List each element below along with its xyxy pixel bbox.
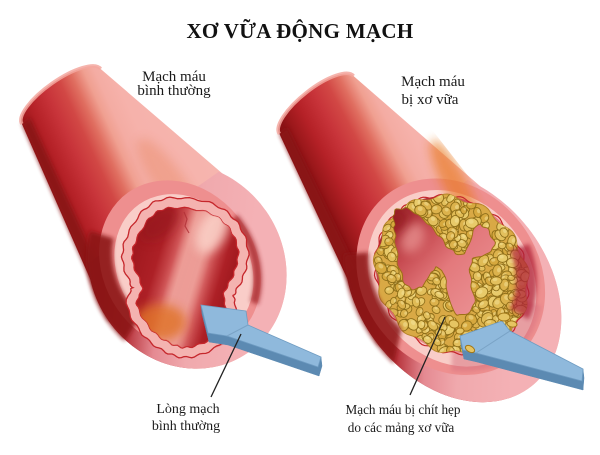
- svg-text:Mạch máu: Mạch máu: [142, 69, 206, 85]
- svg-text:bị xơ vữa: bị xơ vữa: [402, 92, 459, 108]
- svg-text:XƠ VỮA ĐỘNG MẠCH: XƠ VỮA ĐỘNG MẠCH: [186, 19, 413, 43]
- svg-text:bình thường: bình thường: [137, 83, 211, 99]
- svg-text:Lòng mạch: Lòng mạch: [156, 402, 219, 417]
- svg-text:Mạch máu bị chít hẹp: Mạch máu bị chít hẹp: [346, 402, 461, 417]
- svg-text:do các mảng xơ vữa: do các mảng xơ vữa: [348, 420, 455, 435]
- svg-text:Mạch máu: Mạch máu: [401, 74, 465, 90]
- svg-text:bình thường: bình thường: [152, 419, 220, 434]
